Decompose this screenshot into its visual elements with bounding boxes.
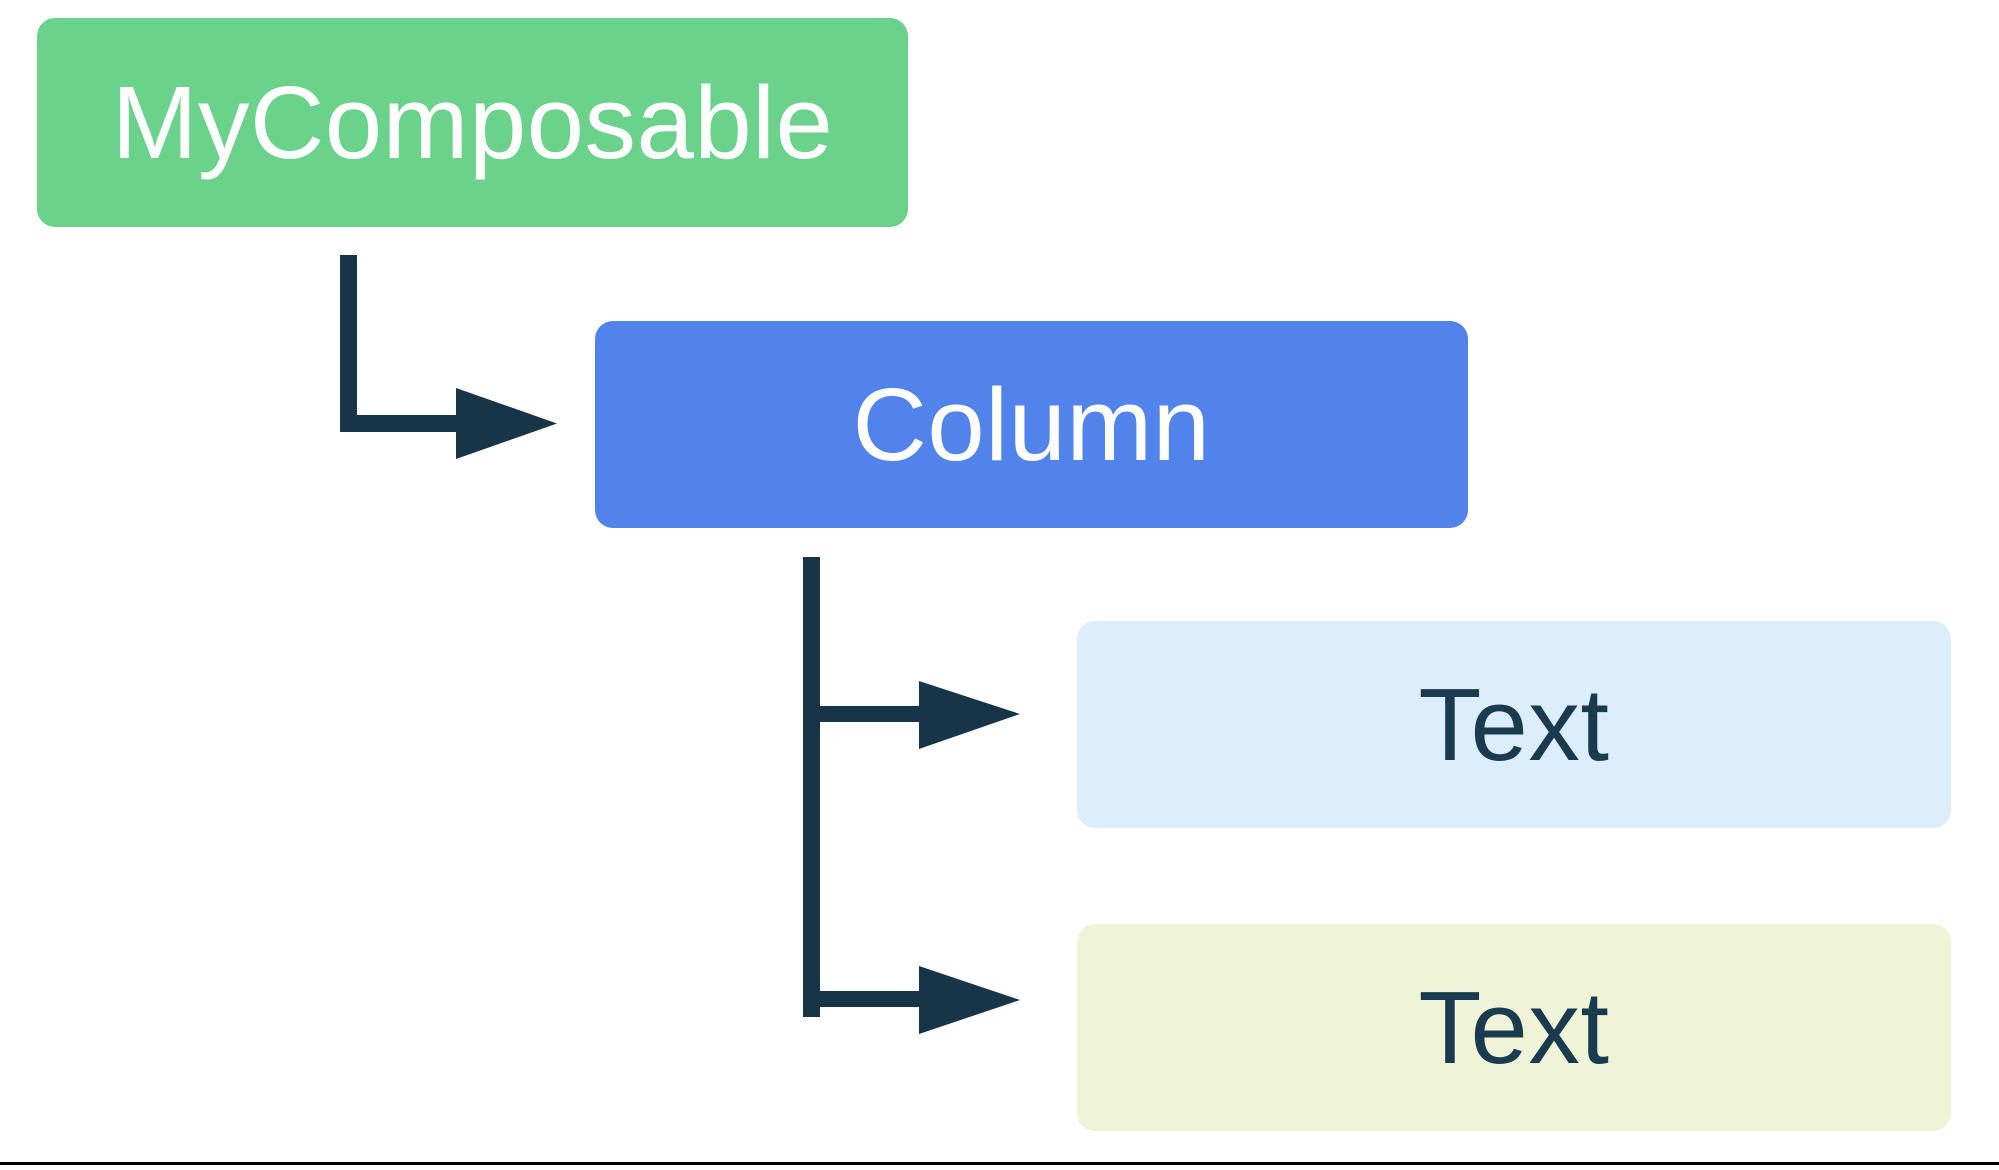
node-text-first-label: Text	[1418, 667, 1610, 782]
node-mycomposable[interactable]: MyComposable	[37, 18, 908, 227]
node-column-label: Column	[852, 367, 1211, 482]
edge-column-to-text-2	[803, 966, 1020, 1034]
footer-divider	[0, 1162, 1999, 1165]
node-column[interactable]: Column	[595, 321, 1468, 528]
node-text-second-label: Text	[1418, 970, 1610, 1085]
node-text-first[interactable]: Text	[1077, 621, 1951, 828]
edge-root-to-column	[340, 255, 557, 459]
node-mycomposable-label: MyComposable	[111, 65, 834, 180]
edge-column-to-text-1	[803, 557, 1020, 1017]
node-text-second[interactable]: Text	[1077, 924, 1951, 1131]
